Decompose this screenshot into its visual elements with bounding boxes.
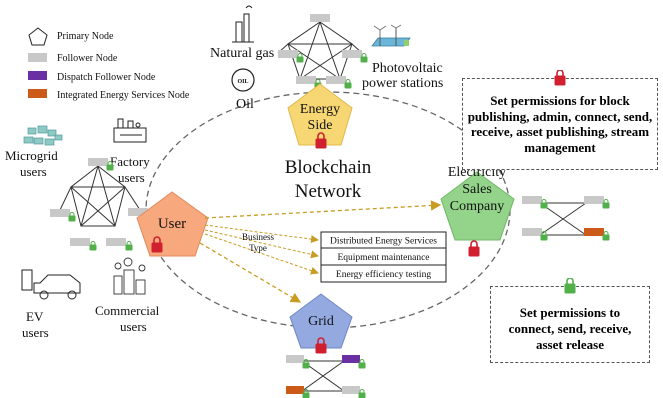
network-label-line1: Blockchain <box>285 157 372 178</box>
top-permission-line-1: Set permissions for block <box>490 93 630 108</box>
legend-follower-node-label: Follower Node <box>57 53 118 64</box>
ev-label-line2: users <box>22 325 49 340</box>
commercial-label-line1: Commercial <box>95 303 160 318</box>
legend-integrated-node-icon <box>28 89 47 98</box>
top-permission-line-3: receive, asset publishing, stream <box>470 124 650 139</box>
sales-integrated-node <box>584 228 604 236</box>
service-efficiency-label: Energy efficiency testing <box>336 269 431 280</box>
user-to-service-1-arrow <box>204 224 319 244</box>
user-to-sales-arrow <box>204 200 442 219</box>
network-label-line2: Network <box>295 181 362 202</box>
permission-lock-icon <box>564 278 576 294</box>
natural-gas-plant-icon <box>232 5 254 43</box>
factory-label-line2: users <box>118 170 145 185</box>
service-maintenance-label: Equipment maintenance <box>337 253 429 263</box>
sales-mesh <box>539 202 587 236</box>
grid-dispatch-node <box>342 355 360 363</box>
microgrid-icon <box>23 125 63 146</box>
top-permission-box: Set permissions for block publishing, ad… <box>462 70 658 170</box>
energy-side-label-line1: Energy <box>300 102 340 117</box>
electricity-sales-node[interactable] <box>440 171 515 241</box>
commercial-label-line2: users <box>120 319 147 334</box>
legend-dispatch-node-label: Dispatch Follower Node <box>57 72 156 83</box>
ev-car-icon <box>21 269 81 300</box>
legend-primary-node-label: Primary Node <box>57 31 114 42</box>
user-node-label: User <box>158 216 186 232</box>
energy-follower-nodes <box>278 14 362 84</box>
commercial-buildings-icon <box>113 257 146 295</box>
electricity-sales-lock-icon <box>468 240 480 257</box>
legend: Primary Node Follower Node Dispatch Foll… <box>28 27 190 101</box>
grid-follower-nodes <box>286 355 360 394</box>
sales-follower-nodes <box>522 196 604 236</box>
bottom-permission-line-3: asset release <box>536 337 604 352</box>
grid-integrated-node <box>286 386 304 394</box>
legend-integrated-node-label: Integrated Energy Services Node <box>57 90 190 101</box>
natural-gas-label: Natural gas <box>210 46 274 61</box>
oil-icon-text: OIL <box>237 79 248 85</box>
user-to-grid-arrow <box>199 242 302 303</box>
bottom-permission-line-1: Set permissions to <box>519 305 621 320</box>
service-distributed-label: Distributed Energy Services <box>330 237 437 247</box>
user-follower-nodes <box>50 158 148 246</box>
microgrid-label-line2: users <box>20 164 47 179</box>
grid-node-label: Grid <box>308 314 334 329</box>
energy-side-mesh <box>277 21 363 80</box>
factory-icon <box>113 118 147 143</box>
bottom-permission-line-2: connect, send, receive, <box>508 321 632 336</box>
service-box-efficiency[interactable] <box>320 264 447 283</box>
legend-follower-node-icon <box>28 53 47 62</box>
legend-primary-node-icon <box>28 27 48 46</box>
top-permission-line-2: publishing, admin, connect, send, <box>467 108 653 124</box>
energy-side-label-line2: Side <box>308 118 333 133</box>
top-permission-line-4: management <box>524 139 596 155</box>
photovoltaic-label-line1: Photovoltaic <box>372 61 443 76</box>
permission-lock-icon <box>554 70 566 86</box>
sales-label-line2: Sales <box>462 182 492 197</box>
photovoltaic-label-line2: power stations <box>362 76 443 91</box>
sales-label-line3: Company <box>450 199 504 214</box>
legend-dispatch-node-icon <box>28 71 47 80</box>
photovoltaic-icon <box>371 24 411 47</box>
user-mesh <box>59 165 141 227</box>
oil-drum-icon: OIL <box>231 68 255 92</box>
business-type-label-line1: Business <box>242 232 275 242</box>
user-to-service-2-arrow <box>204 229 319 259</box>
bottom-permission-box: Set permissions to connect, send, receiv… <box>490 278 650 363</box>
service-list: Distributed Energy Services Equipment ma… <box>320 231 447 283</box>
ev-label-line1: EV <box>26 309 44 324</box>
business-type-label-line2: Type <box>249 243 267 253</box>
microgrid-label-line1: Microgrid <box>5 148 58 163</box>
oil-label: Oil <box>236 97 254 112</box>
factory-label-line1: Factory <box>110 154 150 169</box>
